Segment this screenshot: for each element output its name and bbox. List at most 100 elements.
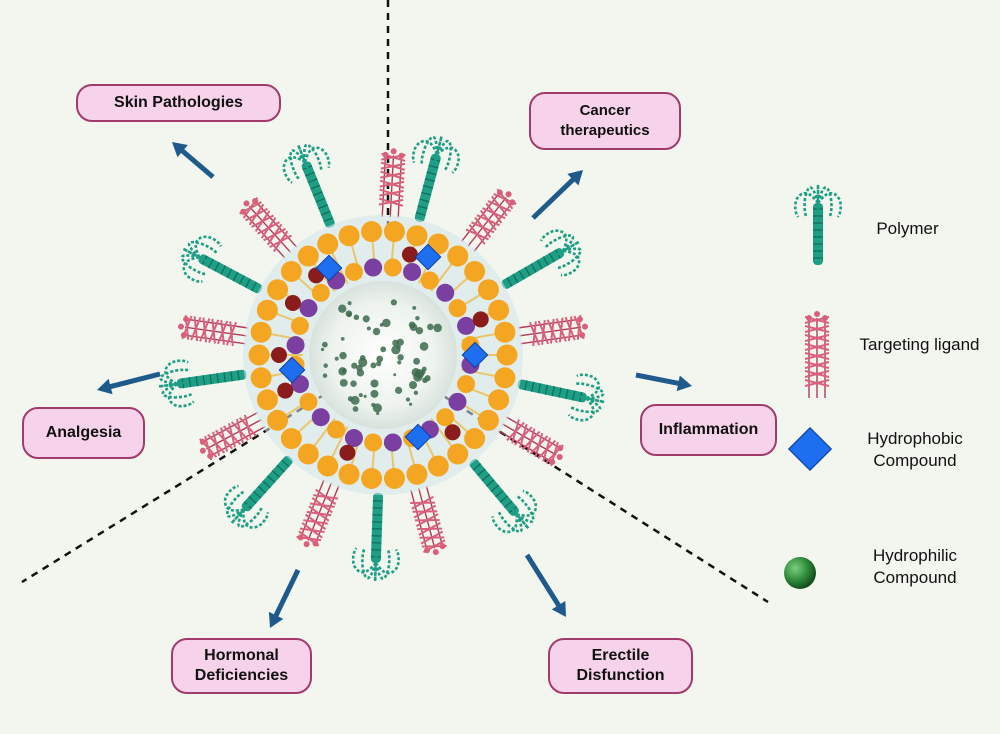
ligand-tip: [199, 447, 206, 454]
polymer-tentacle: [420, 135, 439, 165]
polymer-tentacle: [374, 548, 400, 575]
ligand-tip: [432, 549, 439, 556]
polymer-tentacle: [793, 191, 820, 218]
ligand-tip: [303, 541, 310, 548]
polymer-tentacle: [560, 249, 581, 277]
core-hydrophilic-dot: [358, 357, 368, 367]
outer-lipid-head: [267, 279, 289, 301]
targeting-ligand: [378, 148, 406, 218]
erectile-disfunction-label: Erectile Disfunction: [548, 638, 693, 694]
arrow-icon: [172, 142, 215, 179]
ligand-cross: [412, 504, 438, 519]
ligand-cross: [378, 197, 404, 207]
ligand-cross: [238, 414, 257, 440]
polymer-stem: [469, 459, 519, 516]
ligand-cross: [410, 495, 435, 510]
ligand-cross: [239, 197, 262, 219]
outer-lipid-head: [297, 443, 319, 465]
inner-lipid-head: [290, 316, 309, 335]
core-hydrophilic-dot: [322, 373, 328, 378]
core-hydrophilic-dot: [351, 362, 358, 369]
ligand-cross: [245, 203, 268, 226]
inner-lipid-head: [286, 336, 305, 355]
core-hydrophilic-dot: [347, 301, 352, 306]
ligand-cross: [225, 321, 238, 347]
ligand-tip: [177, 323, 184, 330]
core-hydrophilic-dot: [350, 395, 360, 405]
core-hydrophilic-dot: [427, 323, 434, 331]
polymer-tentacle: [157, 380, 192, 388]
hormonal-deficiencies-label: Hormonal Deficiencies: [171, 638, 312, 694]
shell-compound: [284, 295, 301, 311]
core-hydrophilic-dot: [380, 346, 387, 353]
ligand-tip: [312, 540, 319, 547]
polymer-tentacle: [574, 382, 605, 400]
ligand-cross: [222, 423, 242, 448]
core-hydrophilic-dot: [397, 360, 402, 365]
ligand-tip: [207, 452, 214, 459]
arrow-icon: [268, 568, 301, 629]
polymer-tentacle: [506, 502, 530, 530]
ligand-cross: [804, 334, 830, 342]
ligand-cross: [257, 217, 280, 239]
polymer-tentacle: [411, 139, 439, 163]
polymer-tentacle: [161, 382, 194, 399]
core-hydrophilic-dot: [346, 312, 352, 318]
ligand-cross: [299, 522, 325, 539]
ligand-tip: [252, 198, 259, 205]
targeting-ligand: [461, 188, 517, 252]
polymer-tentacle: [164, 359, 189, 386]
inner-lipid-head: [299, 299, 318, 318]
core-hydrophilic-dot: [372, 403, 382, 413]
ligand-tip: [814, 311, 820, 317]
inner-lipid-head: [457, 375, 476, 394]
ligand-tip: [496, 189, 503, 196]
polymer-tentacle: [351, 547, 377, 574]
ligand-cross: [537, 437, 556, 462]
inner-lipid-head: [364, 258, 383, 277]
ligand-tip: [382, 151, 389, 158]
polymer-tentacle: [576, 373, 601, 400]
core-hydrophilic-dot: [339, 351, 347, 360]
outer-lipid-head: [477, 409, 499, 431]
polymer-chain: [469, 459, 538, 534]
polymer-chain: [411, 135, 461, 223]
outer-lipid-head: [477, 279, 499, 301]
inner-lipid-head: [403, 262, 422, 281]
polymer-tentacle: [816, 191, 843, 218]
hydrophobic-compound: [278, 356, 306, 384]
legend-hydrophobic-label: Hydrophobic Compound: [867, 429, 963, 470]
inner-lipid-head: [436, 408, 455, 427]
ligand-cross: [306, 505, 332, 522]
polymer-tentacle: [374, 548, 391, 580]
outer-lipid-head: [464, 260, 486, 282]
skin-pathologies-label: Skin Pathologies: [76, 84, 281, 122]
nanoparticle: [243, 215, 523, 495]
ligand-cross: [417, 521, 442, 536]
polymer-tentacle: [223, 484, 245, 512]
ligand-cross: [269, 230, 293, 253]
targeting-ligand: [518, 315, 589, 347]
ligand-tip: [240, 208, 247, 215]
ligand-cross: [513, 423, 533, 449]
application-arrows: [96, 142, 692, 629]
arrow-icon: [531, 169, 584, 220]
outer-lipid-head: [464, 428, 486, 450]
core-hydrophilic-dot: [405, 397, 411, 402]
core-hydrophilic-dot: [356, 369, 365, 377]
ligand-cross: [465, 224, 489, 245]
core-hydrophilic-dot: [366, 326, 371, 331]
core-hydrophilic-dot: [372, 327, 381, 336]
outer-lipid-head: [361, 221, 383, 243]
outer-lipid-head: [280, 428, 302, 450]
shell-compound: [401, 246, 418, 263]
core-hydrophilic-dot: [409, 323, 418, 331]
polymer-stem: [301, 161, 335, 228]
ligand-cross: [804, 379, 830, 387]
ligand-tip: [509, 199, 516, 206]
core-hydrophilic-dot: [414, 369, 425, 379]
ligand-tip: [822, 315, 828, 321]
aqueous-core: [309, 281, 457, 429]
core-hydrophilic-dot: [359, 354, 366, 361]
